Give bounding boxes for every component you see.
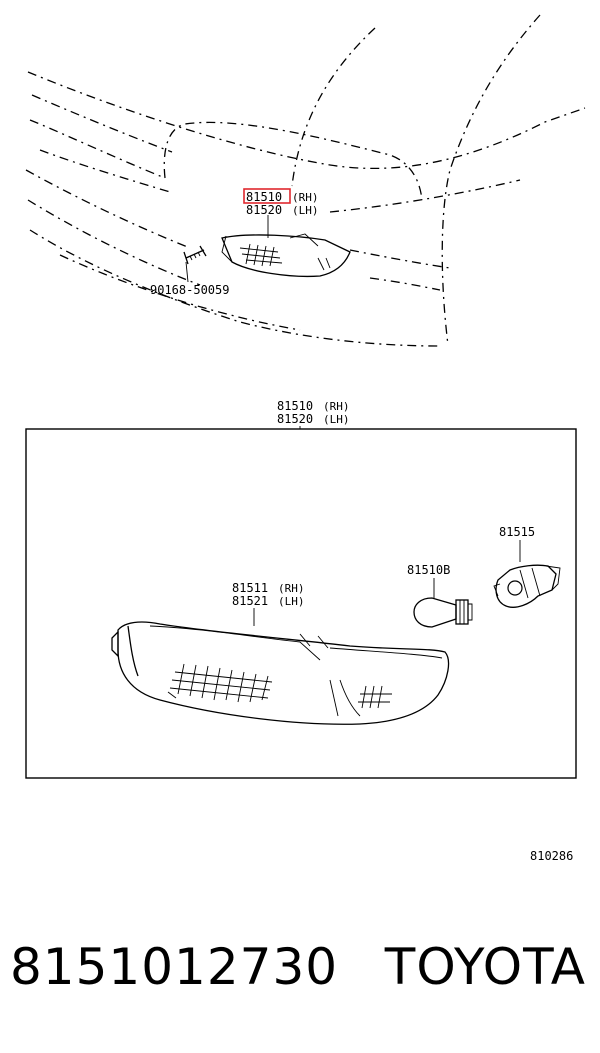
turn-signal-lamp-top-view	[221, 233, 351, 278]
label-lens-lh: 81521	[232, 594, 268, 608]
label-main-rh-side: (RH)	[292, 191, 319, 204]
label-main-lh: 81520	[246, 203, 282, 217]
lamp-lens-detail	[111, 621, 450, 725]
label-main-lh-side: (LH)	[292, 204, 319, 217]
label-assy-rh: 81510	[277, 399, 313, 413]
bulb-icon	[413, 597, 473, 628]
caption-bar: 8151012730 TOYOTA	[0, 938, 600, 1008]
label-lens-lh-side: (LH)	[278, 595, 305, 608]
label-lens-rh: 81511	[232, 581, 268, 595]
parts-diagram: 81510 (RH) 81520 (LH) 90168-50059 81510 …	[25, 14, 586, 863]
brand-name: TOYOTA	[384, 938, 586, 996]
detail-frame	[25, 428, 577, 779]
label-assy-lh-side: (LH)	[323, 413, 350, 426]
label-assy-rh-side: (RH)	[323, 400, 350, 413]
label-main-rh: 81510	[246, 190, 282, 204]
label-assy-lh: 81520	[277, 412, 313, 426]
label-socket: 81515	[499, 525, 535, 539]
leader-lines-top	[185, 215, 269, 283]
screw-icon	[183, 245, 207, 265]
label-bulb: 81510B	[407, 563, 450, 577]
figure-code: 810286	[530, 849, 573, 863]
part-number: 8151012730	[10, 938, 339, 996]
highlight-box	[243, 188, 291, 204]
label-lens-rh-side: (RH)	[278, 582, 305, 595]
bumper-outline	[25, 14, 586, 347]
label-screw: 90168-50059	[150, 283, 229, 297]
socket-icon	[493, 564, 561, 608]
